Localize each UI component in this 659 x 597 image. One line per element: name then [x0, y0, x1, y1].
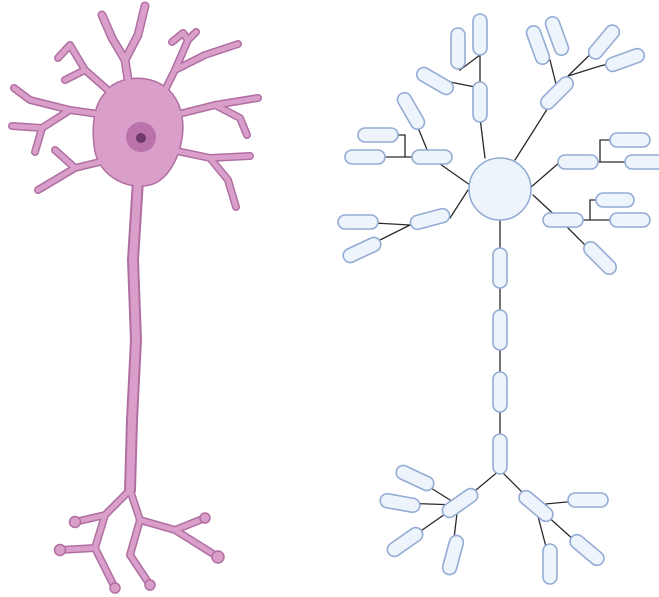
compartment-node: [581, 239, 619, 277]
terminal-node: [543, 544, 557, 584]
compartment-node: [610, 133, 650, 147]
axon-node: [493, 248, 507, 288]
terminal-node: [385, 525, 426, 559]
compartment-node: [538, 74, 576, 112]
nucleolus: [136, 133, 146, 143]
terminal-bulb: [145, 580, 155, 590]
compartment-node: [338, 215, 378, 229]
compartment-node: [610, 213, 650, 227]
connector-lines: [356, 42, 645, 562]
dendrite-upper-right: [160, 32, 238, 100]
compartment-node: [409, 207, 451, 231]
neuron-body: [12, 6, 258, 588]
compartment-node: [596, 193, 634, 207]
compartment-node: [473, 82, 487, 122]
compartment-node: [412, 150, 452, 164]
terminal-node: [379, 493, 421, 514]
dendrite-left: [12, 88, 105, 152]
axon-node: [493, 372, 507, 412]
terminal-bulb: [200, 513, 210, 523]
terminal-compartments: [379, 463, 608, 584]
dendrite-lower-right: [172, 150, 250, 207]
terminal-bulb: [110, 583, 120, 593]
terminal-node: [516, 488, 556, 524]
compartment-node: [414, 65, 456, 97]
axon-node: [493, 434, 507, 474]
axon-terminal-right: [130, 490, 218, 585]
terminal-bulb: [70, 517, 81, 528]
terminal-node: [441, 534, 465, 576]
terminal-node: [568, 493, 608, 507]
soma-node: [469, 158, 531, 220]
compartment-node: [558, 155, 598, 169]
neuron-illustration: [12, 6, 258, 593]
terminal-bulb: [212, 551, 224, 563]
compartment-node: [604, 47, 646, 74]
terminal-node: [567, 532, 607, 568]
terminal-node: [440, 486, 481, 520]
dendrite-upper-left: [58, 45, 110, 92]
terminal-node: [394, 463, 436, 493]
compartment-node: [543, 213, 583, 227]
compartment-node: [625, 155, 659, 169]
compartment-node: [358, 128, 398, 142]
compartment-node: [451, 28, 465, 69]
terminal-bulb: [55, 545, 66, 556]
compartment-node: [345, 150, 385, 164]
compartment-node: [473, 14, 487, 55]
compartment-node: [395, 90, 427, 132]
axon-node: [493, 310, 507, 350]
neuron-schematic: [338, 14, 659, 584]
compartment-node: [341, 235, 383, 265]
